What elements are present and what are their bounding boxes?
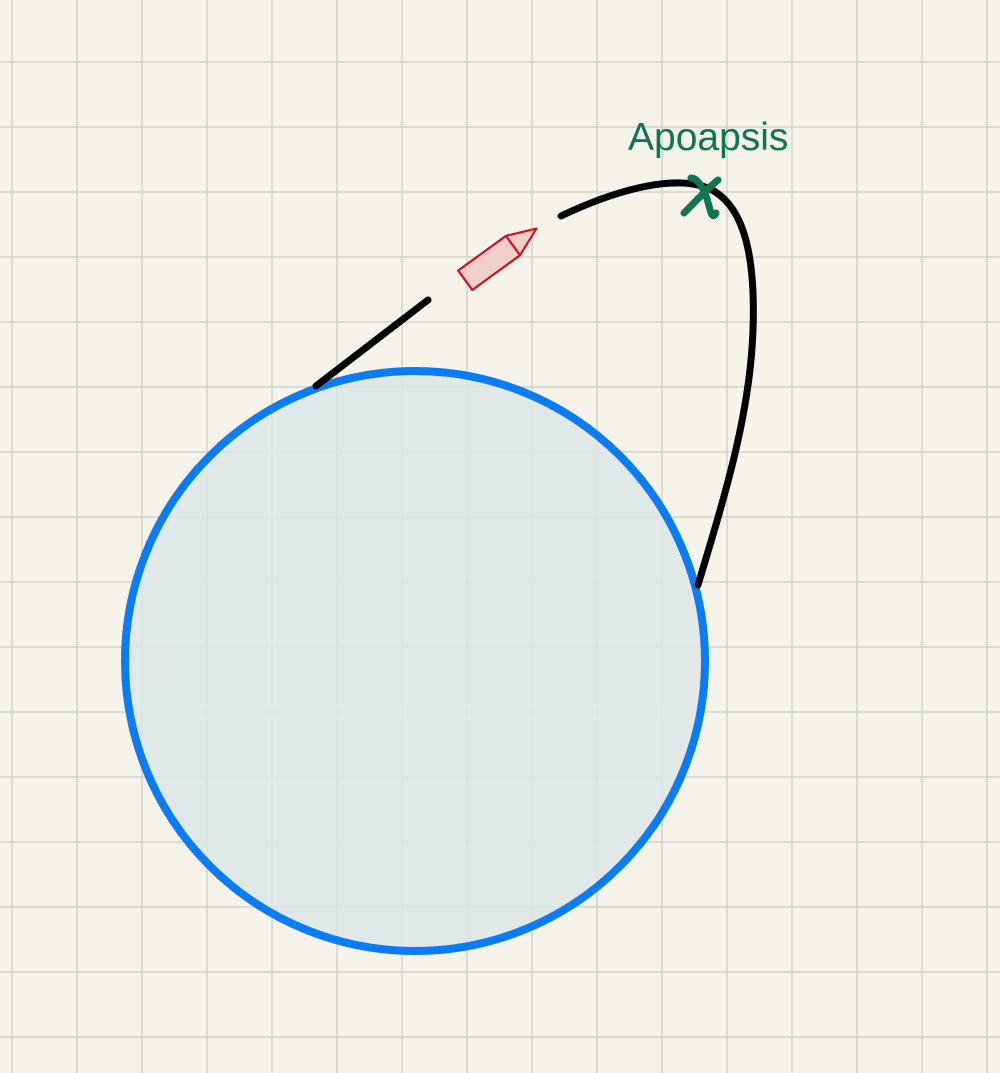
x-mark-icon-stroke-2 <box>680 176 722 217</box>
orbit-arc <box>557 179 757 589</box>
apoapsis-label: Apoapsis <box>628 116 788 159</box>
rocket-icon <box>457 227 538 292</box>
orbit-ascent-segment <box>312 296 432 390</box>
planet-circle <box>121 367 709 955</box>
rocket-body <box>457 227 538 292</box>
rocket-nose-seam <box>505 235 521 256</box>
apoapsis-marker <box>680 174 722 220</box>
x-mark-icon-stroke-1 <box>687 174 720 220</box>
